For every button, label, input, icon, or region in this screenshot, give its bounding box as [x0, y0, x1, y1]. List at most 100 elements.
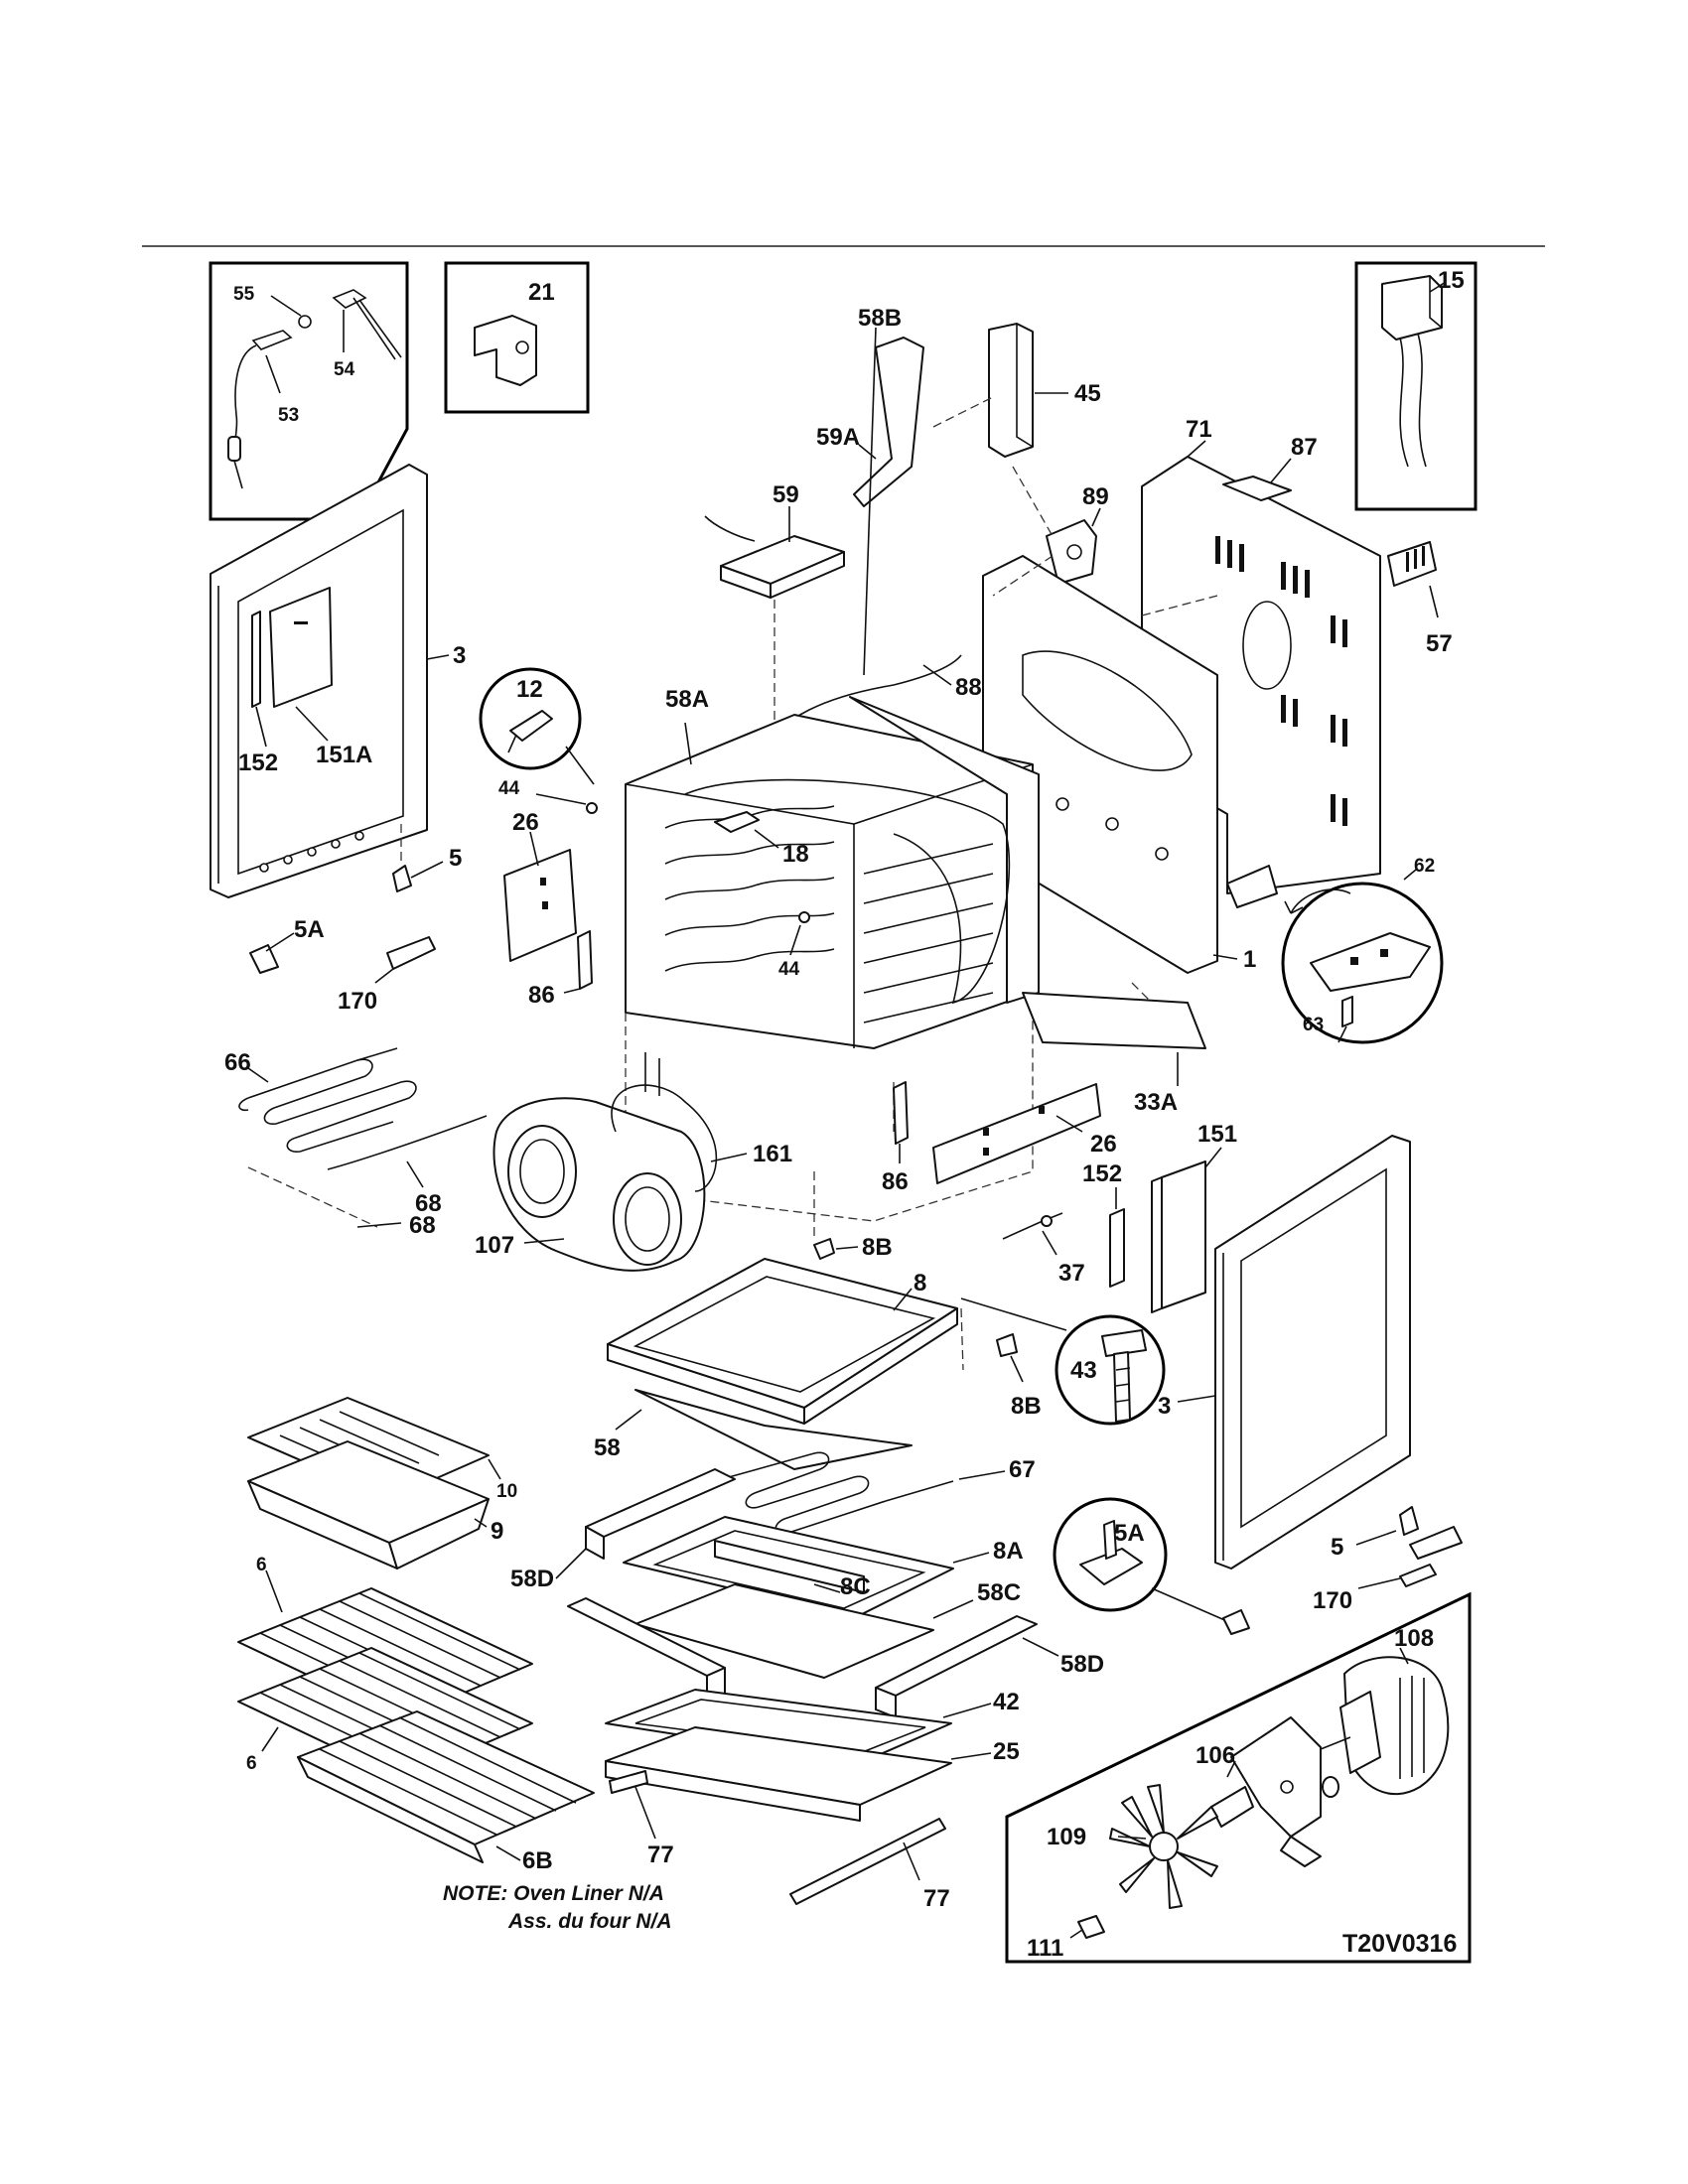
label-71: 71 — [1186, 416, 1212, 443]
part-45-duct — [988, 323, 1068, 458]
part-8B-bottom — [996, 1333, 1024, 1383]
part-44-screw-mid — [789, 911, 810, 956]
cavity-ribs — [664, 805, 994, 1024]
label-43: 43 — [1070, 1357, 1097, 1384]
callout-12 — [479, 667, 595, 785]
part-151A-152-left — [251, 587, 333, 748]
fan-blade-109 — [1109, 1784, 1218, 1909]
part-89-bracket — [1046, 507, 1101, 585]
label-8A: 8A — [993, 1538, 1024, 1565]
part-86-left — [563, 930, 593, 994]
part-8-bake-tray — [607, 1258, 1067, 1425]
label-54: 54 — [334, 359, 355, 380]
label-68-b: 68 — [409, 1212, 436, 1239]
label-58B: 58B — [858, 305, 902, 332]
label-55: 55 — [233, 284, 255, 305]
part-6B-rack — [297, 1710, 595, 1863]
bottom-holes-left — [259, 831, 364, 873]
label-6-a: 6 — [256, 1555, 267, 1575]
label-10: 10 — [496, 1481, 517, 1502]
callout-43 — [1055, 1314, 1166, 1426]
part-58-gasket — [615, 1389, 913, 1470]
part-77-slide-a — [609, 1770, 656, 1840]
label-26-left: 26 — [512, 809, 539, 836]
label-44-top: 44 — [498, 778, 520, 799]
part-58A-oven-cavity — [625, 696, 1040, 1222]
part-9-broil-pan — [247, 1440, 490, 1570]
label-77-b: 77 — [923, 1885, 950, 1912]
label-57: 57 — [1426, 630, 1453, 657]
label-152-right: 152 — [1082, 1160, 1122, 1187]
label-77-a: 77 — [647, 1842, 674, 1868]
label-86-right: 86 — [882, 1168, 909, 1195]
part-3-side-panel-right — [1177, 1135, 1411, 1570]
label-6-b: 6 — [246, 1753, 257, 1774]
label-42: 42 — [993, 1689, 1020, 1715]
label-58A: 58A — [665, 686, 709, 713]
label-37: 37 — [1058, 1260, 1085, 1287]
label-88: 88 — [955, 674, 982, 701]
label-9: 9 — [491, 1518, 503, 1545]
label-18: 18 — [782, 841, 809, 868]
label-58C: 58C — [977, 1579, 1021, 1606]
rack-wires-6B — [319, 1716, 577, 1836]
part-26-rail-right — [932, 1083, 1101, 1184]
note-line-2: Ass. du four N/A — [507, 1910, 672, 1933]
part-25-bottom — [605, 1726, 992, 1822]
part-18-sensor — [714, 811, 779, 849]
label-87: 87 — [1291, 434, 1318, 461]
label-6B: 6B — [522, 1847, 553, 1874]
label-106: 106 — [1196, 1742, 1235, 1769]
part-151-right — [1151, 1147, 1222, 1313]
part-67-bake-element — [728, 1451, 1006, 1535]
callout-62 — [1226, 865, 1444, 1044]
diagram-code: T20V0316 — [1342, 1930, 1457, 1958]
label-107: 107 — [475, 1232, 514, 1259]
motor-fins-108 — [1399, 1676, 1425, 1779]
part-152-right — [1109, 1187, 1125, 1288]
label-8B-top: 8B — [862, 1234, 893, 1261]
part-59-module — [704, 506, 845, 599]
label-170-right: 170 — [1313, 1587, 1352, 1614]
part-87-plate — [1222, 458, 1292, 501]
label-12: 12 — [516, 676, 543, 703]
label-68-a: 68 — [415, 1190, 442, 1217]
label-33A: 33A — [1134, 1089, 1178, 1116]
label-1: 1 — [1243, 946, 1256, 973]
label-45: 45 — [1074, 380, 1101, 407]
part-57-cover — [1387, 541, 1439, 618]
label-67: 67 — [1009, 1456, 1036, 1483]
part-58C-panel — [634, 1583, 974, 1679]
label-21: 21 — [528, 279, 555, 306]
label-152-left: 152 — [238, 750, 278, 776]
label-44-mid: 44 — [778, 959, 800, 980]
callout-5A-right — [1053, 1497, 1250, 1635]
label-59A: 59A — [816, 424, 860, 451]
label-5-left: 5 — [449, 845, 462, 872]
parts-5-170-right — [1355, 1506, 1463, 1589]
part-37-probe — [1002, 1212, 1063, 1256]
label-63: 63 — [1303, 1015, 1324, 1035]
note-line-1: NOTE: Oven Liner N/A — [443, 1882, 664, 1905]
part-44-screw-top — [535, 793, 598, 814]
label-25: 25 — [993, 1738, 1020, 1765]
label-5-right: 5 — [1331, 1534, 1343, 1561]
part-8B-top — [813, 1238, 859, 1260]
label-161: 161 — [753, 1141, 792, 1167]
label-151-right: 151 — [1197, 1121, 1237, 1148]
label-86-left: 86 — [528, 982, 555, 1009]
label-89: 89 — [1082, 483, 1109, 510]
label-59: 59 — [773, 481, 799, 508]
inset-control-box — [1354, 261, 1477, 511]
label-3-left: 3 — [453, 642, 466, 669]
part-107-convection-cover — [492, 1052, 748, 1272]
label-3-right: 3 — [1158, 1393, 1171, 1420]
part-59A — [853, 337, 924, 507]
label-8: 8 — [914, 1270, 926, 1297]
label-53: 53 — [278, 405, 299, 426]
part-33A-rail — [1022, 992, 1206, 1086]
label-26-right: 26 — [1090, 1131, 1117, 1158]
label-66: 66 — [224, 1049, 251, 1076]
part-1-frame — [982, 555, 1238, 974]
